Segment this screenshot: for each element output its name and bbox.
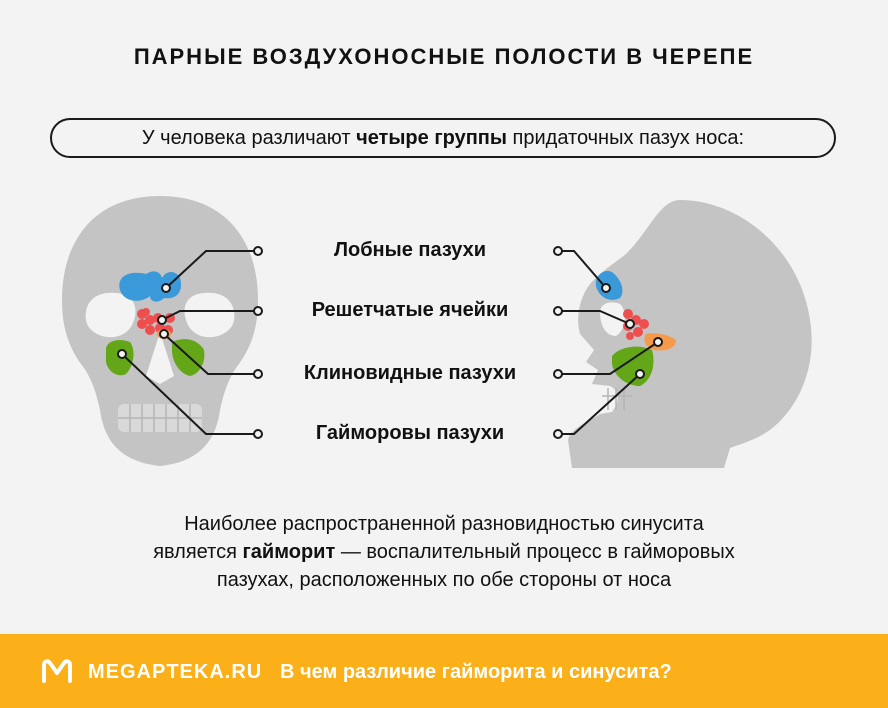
article-link[interactable]: В чем различие гайморита и синусита?	[280, 661, 672, 683]
front-left-eye	[85, 292, 136, 338]
description-line-2: является гайморит — воспалительный проце…	[153, 541, 735, 563]
label-frontal-sinuses: Лобные пазухи	[333, 239, 487, 261]
intro-box: У человека различают четыре группы прида…	[50, 118, 836, 158]
description-line-1: Наиболее распространенной разновидностью…	[184, 513, 704, 535]
side-ethmoid-cells	[623, 309, 649, 340]
m-logo-icon[interactable]	[40, 657, 74, 685]
side-eye-socket	[600, 302, 625, 336]
description-paragraph: Наиболее распространенной разновидностью…	[60, 510, 828, 594]
label-maxillary-sinuses: Гайморовы пазухи	[315, 422, 505, 444]
side-skull	[568, 200, 812, 468]
connector-dots	[117, 246, 663, 439]
footer-bar: MEGAPTEKA.RU В чем различие гайморита и …	[0, 634, 888, 708]
page-title: ПАРНЫЕ ВОЗДУХОНОСНЫЕ ПОЛОСТИ В ЧЕРЕПЕ	[133, 44, 755, 69]
front-right-eye	[184, 292, 235, 338]
description-line-3: пазухах, расположенных по обе стороны от…	[216, 569, 672, 591]
brand-link[interactable]: MEGAPTEKA.RU	[88, 661, 263, 683]
intro-text: У человека различают четыре группы прида…	[141, 126, 745, 149]
side-skull-shape	[568, 200, 812, 468]
label-ethmoid-cells: Решетчатые ячейки	[311, 299, 509, 321]
front-nasal-cavity	[146, 332, 174, 384]
front-frontal-sinus	[119, 271, 182, 302]
label-sphenoid-sinuses: Клиновидные пазухи	[303, 362, 517, 384]
connector-lines	[121, 250, 659, 435]
